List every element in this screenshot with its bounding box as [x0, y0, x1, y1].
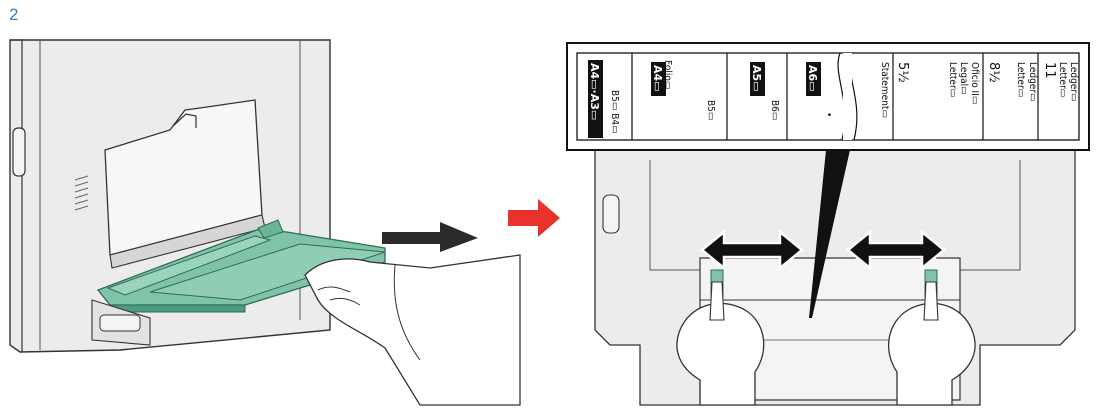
size-letter-a: Letter▭ [947, 62, 958, 97]
size-a4-a3: A4▭·A3▭ [588, 63, 601, 120]
size-b5-b4: B5▭ B4▭ [609, 90, 620, 134]
size-letter-c: Letter▭ [1057, 62, 1068, 97]
size-8-half: 8½ [986, 62, 1001, 83]
hand-right-a [676, 281, 765, 406]
hand-right-b [888, 281, 976, 406]
step-number: 2 [9, 5, 19, 24]
size-a6-mark: • [823, 112, 834, 117]
size-legal: Legal▭ [958, 62, 969, 95]
size-a6: A6▭ [806, 65, 819, 92]
multipurpose-tray [96, 219, 386, 313]
paper-size-label: A4▭·A3▭ B5▭ B4▭ A4▭ Folio▭ B5▭ A5▭ B [566, 42, 1090, 151]
printer-left-illustration [9, 39, 521, 406]
double-arrow-icon [700, 229, 804, 271]
size-statement: Statement▭ [879, 62, 890, 118]
size-11: 11 [1042, 62, 1057, 79]
hand-left [304, 254, 521, 406]
tray-closeup-illustration: A4▭·A3▭ B5▭ B4▭ A4▭ Folio▭ B5▭ A5▭ B [566, 42, 1090, 406]
size-folio: Folio▭ [662, 60, 673, 89]
size-oficio: Oficio II▭ [969, 62, 980, 104]
size-a4: A4▭ [651, 65, 664, 92]
red-pointer-arrow-icon [508, 199, 560, 237]
size-ledger-b: Ledger▭ [1068, 62, 1079, 102]
size-a5: A5▭ [750, 65, 763, 92]
size-ledger-a: Ledger▭ [1027, 62, 1038, 102]
size-b5: B5▭ [705, 100, 716, 120]
size-letter-b: Letter▭ [1015, 62, 1026, 97]
double-arrow-icon [846, 229, 946, 271]
size-b6: B6▭ [769, 100, 780, 120]
size-5-half: 5½ [895, 62, 910, 83]
pull-arrow-icon [382, 222, 478, 252]
